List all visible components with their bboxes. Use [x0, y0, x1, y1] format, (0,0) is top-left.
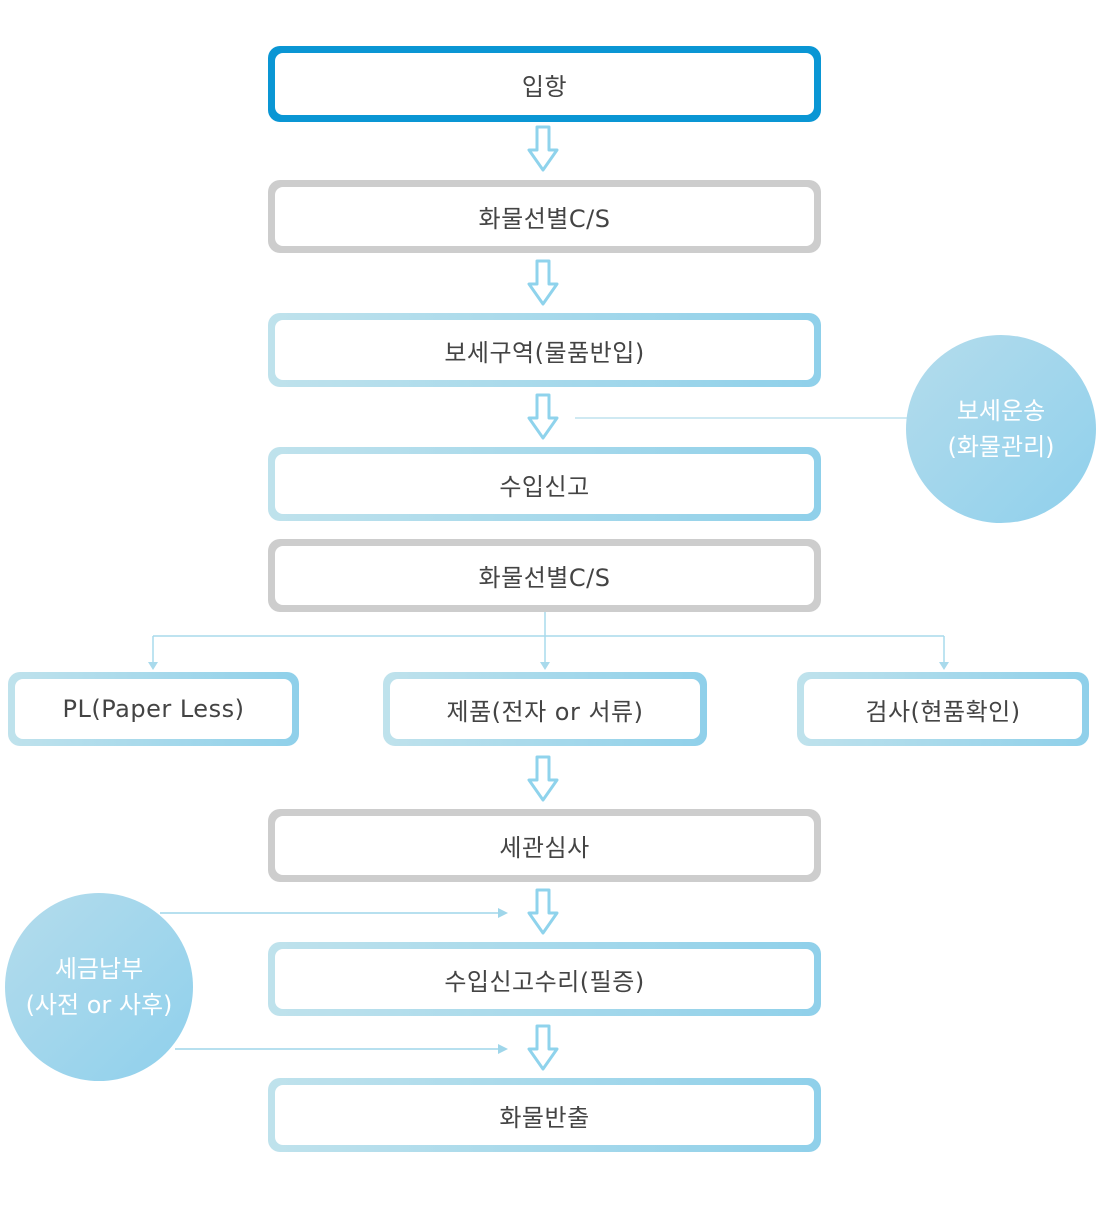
tax-payment-connectors	[160, 908, 508, 1054]
node-customs-review-label: 세관심사	[499, 834, 590, 862]
node-cargo-screen-2: 화물선별C/S	[268, 539, 821, 612]
down-arrow-3	[527, 393, 559, 440]
node-paperless: PL(Paper Less)	[8, 672, 299, 746]
node-inspection-label: 검사(현품확인)	[865, 697, 1021, 726]
circle-tax-payment-line1: 세금납부	[54, 955, 144, 983]
node-import-declaration: 수입신고	[268, 447, 821, 521]
node-bonded-area-label: 보세구역(물품반입)	[444, 338, 645, 367]
down-arrow-5	[527, 888, 559, 935]
down-arrow-4	[527, 755, 559, 802]
branch-arrowheads	[148, 662, 949, 670]
node-paperless-label: PL(Paper Less)	[62, 695, 245, 723]
circle-tax-payment: 세금납부 (사전 or 사후)	[5, 893, 193, 1081]
branch-connector	[152, 612, 945, 664]
node-cargo-screen-2-label: 화물선별C/S	[478, 564, 611, 592]
node-product-docs: 제품(전자 or 서류)	[383, 672, 707, 746]
node-declaration-accepted-label: 수입신고수리(필증)	[444, 967, 645, 996]
node-cargo-screen-1: 화물선별C/S	[268, 180, 821, 253]
node-inspection: 검사(현품확인)	[797, 672, 1089, 746]
down-arrow-1	[527, 125, 559, 172]
circle-bonded-transport-line2: (화물관리)	[947, 433, 1055, 461]
circle-bonded-transport: 보세운송 (화물관리)	[906, 335, 1096, 523]
node-bonded-area: 보세구역(물품반입)	[268, 313, 821, 387]
node-import-declaration-label: 수입신고	[499, 472, 590, 501]
node-cargo-release-label: 화물반출	[499, 1103, 590, 1132]
node-customs-review: 세관심사	[268, 809, 821, 882]
down-arrow-2	[527, 259, 559, 306]
down-arrow-6	[527, 1024, 559, 1071]
node-entry-label: 입항	[521, 72, 568, 101]
node-declaration-accepted: 수입신고수리(필증)	[268, 942, 821, 1016]
node-entry: 입항	[268, 46, 821, 122]
node-cargo-release: 화물반출	[268, 1078, 821, 1152]
circle-bonded-transport-line1: 보세운송	[956, 397, 1046, 425]
circle-tax-payment-line2: (사전 or 사후)	[25, 991, 173, 1019]
node-product-docs-label: 제품(전자 or 서류)	[446, 697, 644, 726]
node-cargo-screen-1-label: 화물선별C/S	[478, 205, 611, 233]
